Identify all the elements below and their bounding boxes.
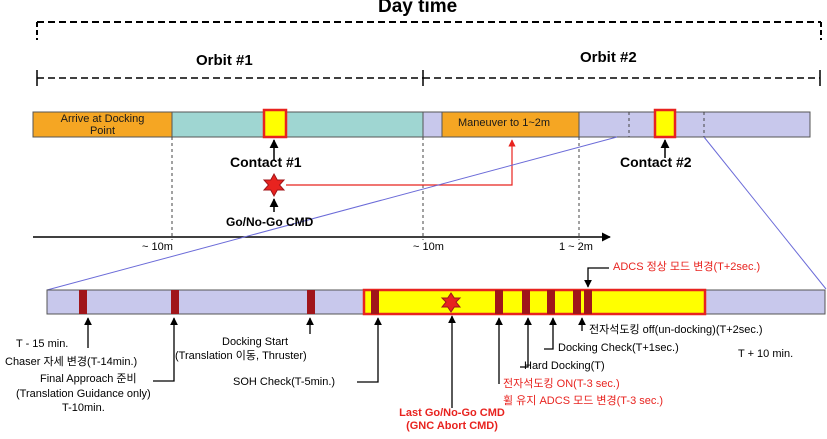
zoom-line-left — [46, 136, 618, 291]
orbit-1-bracket — [36, 70, 424, 86]
chaser-attitude: Chaser 자세 변경(T-14min.) — [5, 356, 138, 368]
top-timeline-bar — [32, 108, 811, 139]
soh-check: SOH Check(T-5min.) — [233, 376, 336, 388]
final-approach-1: Final Approach 준비 — [40, 373, 137, 385]
t-plus-10: T + 10 min. — [738, 348, 794, 360]
distance-2: ~ 10m — [413, 241, 444, 253]
distance-1: ~ 10m — [142, 241, 173, 253]
last-go-nogo-1: Last Go/No-Go CMD — [399, 407, 505, 419]
go-nogo-star-icon — [262, 172, 286, 198]
orbit-1-label: Orbit #1 — [196, 52, 253, 69]
orbit-2-bracket — [423, 70, 821, 86]
final-approach-2: (Translation Guidance only) — [16, 388, 151, 400]
docking-start-2: (Translation 이동, Thruster) — [175, 350, 307, 362]
day-time-title: Day time — [378, 0, 458, 17]
hard-docking: Hard Docking(T) — [524, 360, 605, 372]
docking-check: Docking Check(T+1sec.) — [558, 342, 679, 354]
star-to-maneuver-arrow — [286, 139, 516, 186]
em-dock-off: 전자석도킹 off(un-docking)(T+2sec.) — [589, 324, 763, 336]
arrive-label: Arrive at Docking Point — [60, 113, 145, 137]
t-minus-15: T - 15 min. — [16, 338, 69, 350]
contact-1-label: Contact #1 — [230, 154, 302, 170]
abort-star-icon — [440, 292, 462, 313]
em-dock-on: 전자석도킹 ON(T-3 sec.) — [503, 378, 620, 390]
distance-3: 1 ~ 2m — [559, 241, 593, 253]
top-guides — [171, 112, 705, 240]
zoom-line-right — [703, 136, 827, 290]
orbit-2-label: Orbit #2 — [580, 49, 637, 66]
adcs-rest-mode: 휠 유지 ADCS 모드 변경(T-3 sec.) — [503, 395, 664, 407]
bottom-callouts — [84, 267, 609, 408]
bottom-timeline-bar — [46, 288, 826, 316]
docking-start-1: Docking Start — [222, 336, 289, 348]
contact-2-label: Contact #2 — [620, 154, 692, 170]
maneuver-label: Maneuver to 1~2m — [458, 117, 551, 129]
final-approach-3: T-10min. — [62, 402, 105, 414]
go-nogo-label: Go/No-Go CMD — [226, 215, 314, 229]
day-time-bracket — [36, 21, 822, 40]
last-go-nogo-2: (GNC Abort CMD) — [406, 420, 498, 432]
adcs-normal-mode: ADCS 정상 모드 변경(T+2sec.) — [613, 261, 761, 273]
